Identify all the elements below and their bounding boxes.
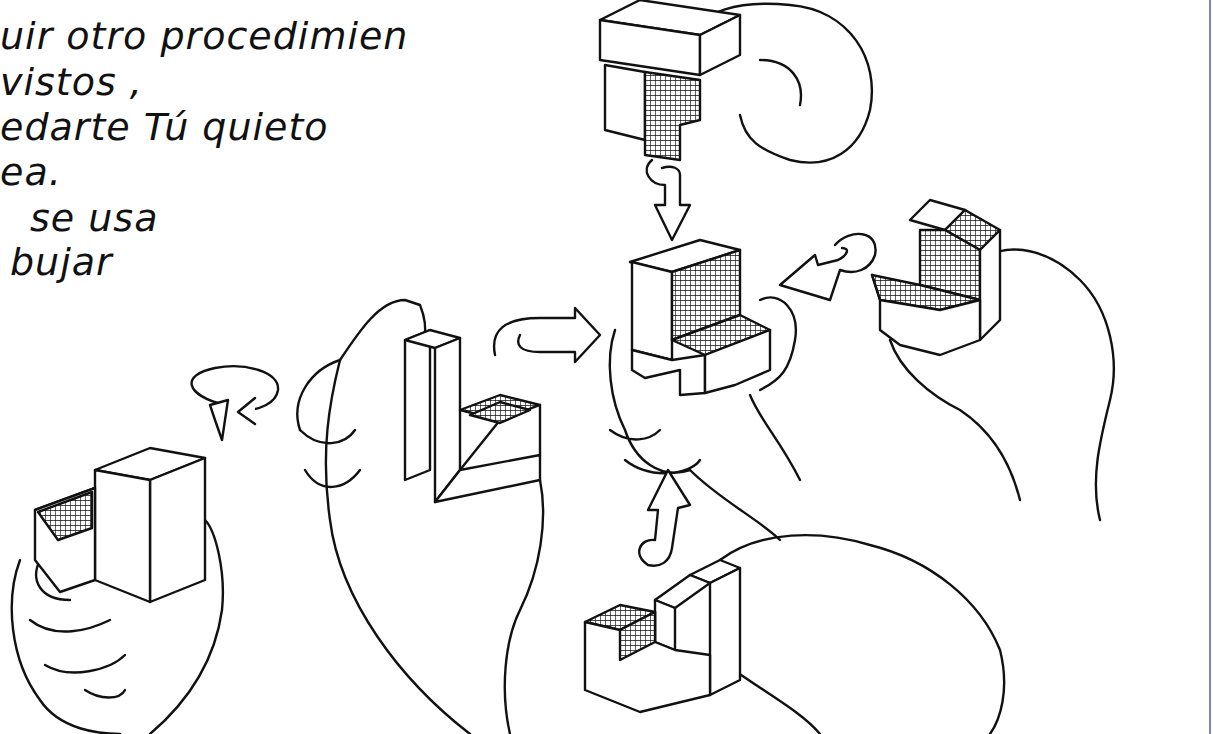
block-view-center xyxy=(610,240,800,540)
handwritten-note: se usa xyxy=(30,196,158,240)
handwritten-note: uir otro procedimien xyxy=(0,14,408,58)
down-arrow xyxy=(647,160,690,240)
handwritten-note: bujar xyxy=(10,240,113,284)
block-view-2 xyxy=(297,300,543,734)
block-view-right xyxy=(872,200,1114,520)
border-line xyxy=(1209,0,1211,734)
rotate-arrow xyxy=(192,366,278,440)
block-view-top xyxy=(600,0,872,163)
handwritten-note: ea. xyxy=(0,150,62,194)
left-arrow xyxy=(780,234,876,300)
up-arrow xyxy=(639,470,690,566)
handwritten-note: edarte Tú quieto xyxy=(0,105,329,149)
handwritten-note: vistos , xyxy=(0,60,143,104)
turn-arrow xyxy=(494,308,600,362)
block-view-1 xyxy=(12,448,223,734)
